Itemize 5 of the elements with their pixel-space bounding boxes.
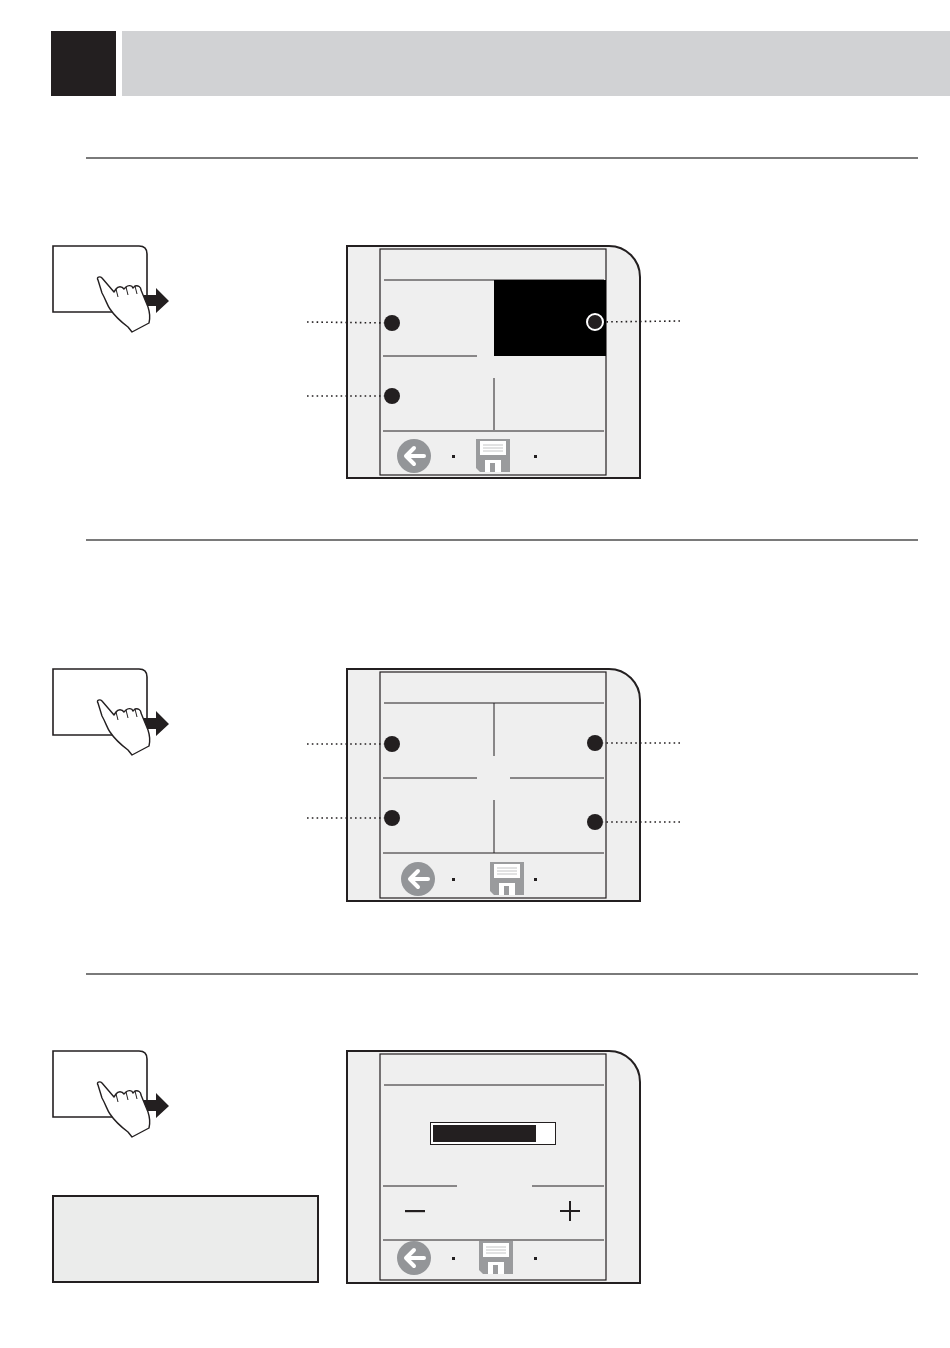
note-box bbox=[52, 1195, 319, 1283]
device-screen bbox=[346, 1050, 641, 1284]
leader-line bbox=[603, 320, 681, 323]
device-screen bbox=[346, 668, 641, 902]
device-screen bbox=[346, 245, 641, 479]
